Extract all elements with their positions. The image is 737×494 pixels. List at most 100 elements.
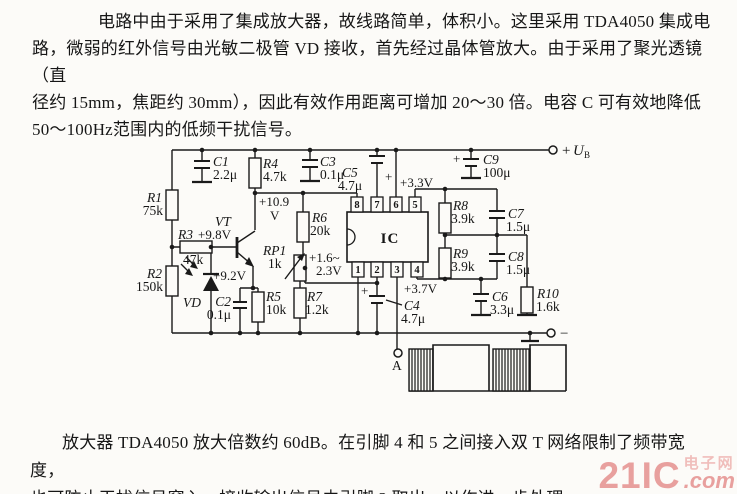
resistor-bodies [165, 157, 534, 323]
terminal-ub [548, 145, 558, 155]
rp1-val: 1k [268, 256, 282, 271]
intro-line-2: 路，微弱的红外信号由光敏二极管 VD 接收，首先经过晶体管放大。由于采用了聚光透… [32, 39, 703, 85]
output-waveform [408, 344, 567, 392]
r1-ref: R1 [146, 190, 162, 205]
r2-ref: R2 [146, 266, 162, 281]
intro-line-3: 径约 15mm，焦距约 30mm），因此有效作用距离可增加 20～30 倍。电容… [32, 93, 702, 112]
ground-bars [192, 176, 539, 343]
r4-ref: R4 [262, 156, 278, 171]
resistor-r6 [296, 211, 310, 243]
vd-ref: VD [183, 295, 201, 310]
c9-polarity: + [453, 151, 460, 166]
terminal-minus [546, 328, 556, 338]
r10-val: 1.6k [536, 299, 560, 314]
r8-ref: R8 [452, 198, 468, 213]
junction-dots [169, 147, 533, 336]
ic-label: IC [381, 231, 400, 247]
c2-val: 0.1μ [207, 307, 231, 322]
c2-ref: C2 [215, 294, 231, 309]
transistor-vt [235, 230, 256, 267]
vt-ref: VT [215, 214, 232, 229]
pin-box-5 [408, 196, 422, 213]
c3-val: 0.1μ [320, 167, 344, 182]
photodiode-vd [180, 256, 219, 291]
pin-box-4 [410, 261, 424, 278]
r3-ref: R3 [177, 227, 193, 242]
c8-ref: C8 [508, 249, 524, 264]
ub-plus: + [562, 143, 570, 159]
pin-box-8 [350, 196, 364, 213]
r4-val: 4.7k [263, 169, 287, 184]
c6-val: 3.3μ [490, 302, 514, 317]
ub-symbol: U [573, 143, 585, 159]
pin-2-label: 2 [374, 265, 379, 276]
note-line-1: 放大器 TDA4050 放大倍数约 60dB。在引脚 4 和 5 之间接入双 T… [30, 433, 685, 480]
terminal-a [393, 348, 403, 358]
ic-tda4050: 8 7 6 5 1 2 3 4 IC [346, 196, 429, 278]
rp1-wiper-arrow [284, 253, 305, 280]
base-voltage: +9.8V [198, 227, 232, 242]
pin-3-label: 3 [394, 265, 399, 276]
pin-box-3 [390, 261, 404, 278]
ic-notch [346, 228, 356, 246]
r9-ref: R9 [452, 246, 468, 261]
c5-ref: C5 [342, 165, 358, 180]
r5-ref: R5 [265, 289, 281, 304]
c7-ref: C7 [508, 206, 525, 221]
r7-ref: R7 [306, 289, 323, 304]
wiper-voltage-b: 2.3V [316, 263, 342, 278]
c5-polarity: + [385, 169, 392, 184]
pin-6-label: 6 [393, 200, 398, 211]
pin-box-6 [389, 196, 403, 213]
c4-ref: C4 [404, 298, 420, 313]
minus-terminal-label: − [560, 326, 568, 342]
c9-val: 100μ [483, 165, 511, 180]
c7-val: 1.5μ [506, 219, 530, 234]
intro-line-4: 50～100Hz范围内的低频干扰信号。 [32, 120, 303, 139]
c3-ref: C3 [320, 154, 336, 169]
c5-val: 4.7μ [338, 178, 362, 193]
c4-polarity: + [361, 283, 368, 298]
pin-1-label: 1 [355, 265, 360, 276]
light-arrowhead [185, 268, 193, 276]
pin4-voltage: +3.7V [404, 281, 438, 296]
emitter-voltage: +9.2V [213, 268, 247, 283]
r6-val: 20k [310, 223, 331, 238]
pin-5-label: 5 [412, 200, 417, 211]
r3-val: 47k [183, 252, 204, 267]
pin-4-label: 4 [414, 265, 420, 276]
resistor-r9 [438, 247, 452, 279]
c8-val: 1.5μ [506, 262, 530, 277]
collector-voltage-unit: V [270, 208, 280, 223]
pin-8-label: 8 [354, 200, 359, 211]
pin-box-2 [370, 261, 384, 278]
note-paragraph: 放大器 TDA4050 放大倍数约 60dB。在引脚 4 和 5 之间接入双 T… [30, 429, 717, 494]
intro-line-1: 电路中由于采用了集成放大器，故线路简单，体积小。这里采用 TDA4050 集成电 [98, 12, 711, 31]
r9-val: 3.9k [451, 259, 475, 274]
wiper-voltage-a: +1.6~ [309, 250, 340, 265]
c4-val: 4.7μ [401, 311, 425, 326]
resistor-r8 [438, 202, 452, 234]
pin-7-label: 7 [374, 200, 379, 211]
intro-paragraph: 电路中由于采用了集成放大器，故线路简单，体积小。这里采用 TDA4050 集成电… [32, 8, 717, 143]
resistor-r4 [248, 157, 262, 189]
c6-ref: C6 [492, 289, 508, 304]
pin-box-7 [370, 196, 384, 213]
resistor-r10 [520, 286, 534, 314]
ub-subscript: B [584, 150, 590, 160]
rp1-ref: RP1 [262, 243, 286, 258]
collector-voltage: +10.9 [259, 194, 289, 209]
resistor-r7 [293, 287, 307, 319]
r7-val: 1.2k [305, 302, 329, 317]
r2-val: 150k [136, 279, 163, 294]
resistor-r2 [165, 265, 179, 297]
note-line-2: 也可防止干扰信号窜入。接收输出信号由引脚 3 取出，以作进一步处理。 [30, 485, 717, 494]
light-arrowhead [190, 261, 198, 269]
r1-val: 75k [143, 203, 164, 218]
terminals [393, 145, 558, 358]
r6-ref: R6 [311, 210, 327, 225]
terminal-a-label: A [392, 358, 402, 373]
pin5-voltage: +3.3V [400, 175, 434, 190]
